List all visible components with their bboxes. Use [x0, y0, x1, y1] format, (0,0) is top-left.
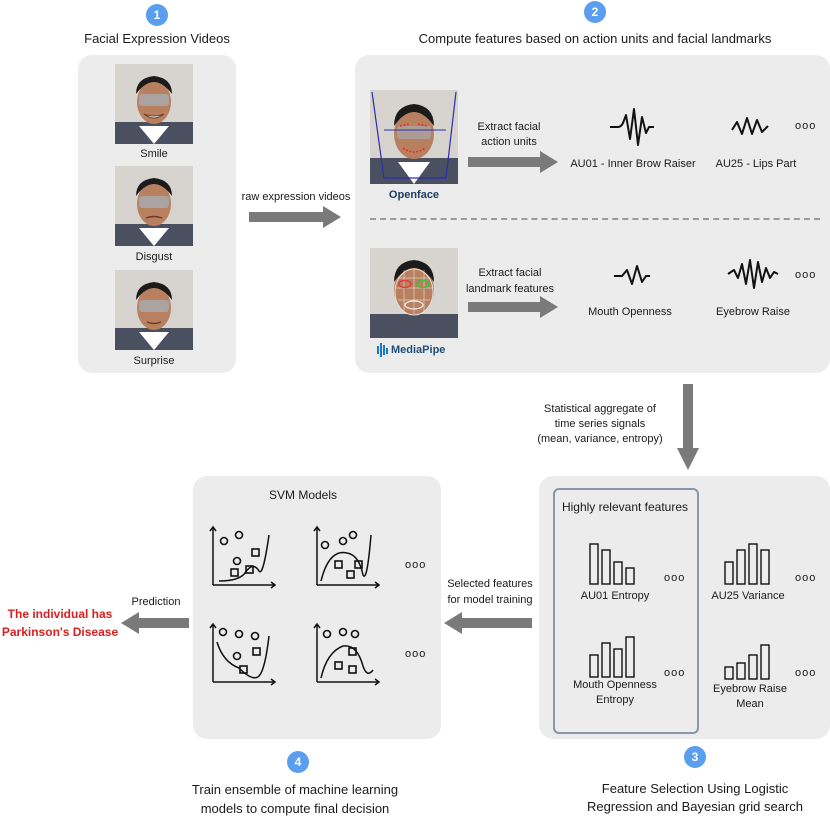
- mediapipe-logo-icon: [377, 343, 388, 357]
- svm-plot-3-icon: [209, 622, 277, 686]
- feature-selection-panel: [539, 476, 830, 739]
- step-1-badge: 1: [146, 4, 168, 26]
- step-4-title-1: Train ensemble of machine learning: [191, 782, 399, 797]
- surprise-face-image: [115, 270, 193, 350]
- feature-bar: [625, 636, 635, 678]
- mediapipe-face-image: [370, 248, 458, 338]
- mediapipe-label: MediaPipe: [391, 344, 446, 356]
- eyebrow-raise-mean-label-2: Mean: [736, 698, 764, 710]
- disgust-face-image: [115, 166, 193, 246]
- feature-bar: [613, 648, 623, 678]
- selected-features-arrow: [444, 612, 532, 634]
- svm-plot-4-icon: [313, 622, 381, 686]
- openface-more-icon: ooo: [795, 120, 817, 132]
- openface-face-image: [370, 90, 458, 184]
- step-4-title-2: models to compute final decision: [200, 801, 390, 816]
- feature-bar: [736, 662, 746, 680]
- step-4-badge: 4: [287, 751, 309, 773]
- openface-label: Openface: [388, 189, 440, 201]
- mouth-openness-entropy-label-2: Entropy: [596, 694, 634, 706]
- mediapipe-extract-label-1: Extract facial: [478, 267, 542, 279]
- svm-row1-more-icon: ooo: [405, 559, 427, 571]
- disgust-label: Disgust: [135, 251, 173, 263]
- feature-bar: [625, 567, 635, 585]
- f4-more-icon: ooo: [795, 667, 817, 679]
- relevant-features-box: [553, 488, 699, 734]
- f2-more-icon: ooo: [795, 572, 817, 584]
- smile-face-image: [115, 64, 193, 144]
- stat-aggregate-label-1: Statistical aggregate of: [544, 403, 656, 415]
- section-divider: [370, 218, 820, 220]
- feature-bar: [724, 666, 734, 680]
- mediapipe-arrow: [468, 296, 558, 318]
- prediction-arrow: [121, 612, 189, 634]
- mouth-openness-entropy-bars: [589, 636, 635, 678]
- step-3-title-1: Feature Selection Using Logistic: [601, 781, 789, 796]
- au01-signal-icon: [610, 108, 654, 146]
- step-2-title: Compute features based on action units a…: [418, 31, 772, 46]
- svm-panel: [193, 476, 441, 739]
- step-2-badge: 2: [584, 1, 606, 23]
- au25-signal-label: AU25 - Lips Part: [715, 158, 797, 170]
- feature-bar: [760, 644, 770, 680]
- prediction-label: Prediction: [131, 596, 181, 608]
- stat-aggregate-label-2: time series signals: [554, 418, 646, 430]
- mouth-openness-signal-icon: [614, 265, 650, 285]
- relevant-features-title: Highly relevant features: [561, 500, 689, 514]
- openface-extract-label-1: Extract facial: [477, 121, 541, 133]
- raw-videos-arrow: [249, 206, 341, 228]
- feature-bar: [748, 654, 758, 680]
- feature-bar: [601, 642, 611, 678]
- smile-label: Smile: [140, 148, 168, 160]
- openface-arrow: [468, 151, 558, 173]
- svm-plot-1-icon: [209, 525, 277, 589]
- eyebrow-raise-mean-label-1: Eyebrow Raise: [713, 683, 787, 695]
- f3-more-icon: ooo: [664, 667, 686, 679]
- feature-bar: [736, 549, 746, 585]
- feature-bar: [589, 543, 599, 585]
- f1-more-icon: ooo: [664, 572, 686, 584]
- result-line-1: The individual has: [7, 607, 113, 621]
- mouth-openness-signal-label: Mouth Openness: [588, 306, 672, 318]
- feature-bar: [613, 561, 623, 585]
- feature-bar: [724, 561, 734, 585]
- openface-extract-label-2: action units: [481, 136, 537, 148]
- step-3-title-2: Regression and Bayesian grid search: [586, 799, 804, 814]
- svm-title: SVM Models: [268, 488, 338, 502]
- surprise-label: Surprise: [133, 355, 175, 367]
- eyebrow-raise-signal-label: Eyebrow Raise: [716, 306, 790, 318]
- au01-signal-label: AU01 - Inner Brow Raiser: [570, 158, 696, 170]
- au01-entropy-bars: [589, 543, 635, 585]
- step-1-title: Facial Expression Videos: [84, 31, 230, 46]
- eyebrow-raise-mean-bars: [724, 644, 770, 680]
- feature-bar: [760, 549, 770, 585]
- selected-features-label-2: for model training: [447, 594, 533, 606]
- au01-entropy-label: AU01 Entropy: [580, 590, 650, 602]
- svm-row2-more-icon: ooo: [405, 648, 427, 660]
- feature-bar: [589, 654, 599, 678]
- result-line-2: Parkinson's Disease: [1, 625, 119, 639]
- feature-bar: [601, 549, 611, 585]
- svm-plot-2-icon: [313, 525, 381, 589]
- eyebrow-raise-signal-icon: [727, 259, 779, 289]
- au25-signal-icon: [731, 117, 769, 135]
- mouth-openness-entropy-label-1: Mouth Openness: [573, 679, 657, 691]
- mediapipe-more-icon: ooo: [795, 269, 817, 281]
- mediapipe-extract-label-2: landmark features: [465, 283, 555, 295]
- raw-videos-label: raw expression videos: [241, 191, 351, 203]
- stat-aggregate-label-3: (mean, variance, entropy): [537, 433, 663, 445]
- selected-features-label-1: Selected features: [447, 578, 533, 590]
- au25-variance-bars: [724, 543, 770, 585]
- step-3-badge: 3: [684, 746, 706, 768]
- au25-variance-label: AU25 Variance: [711, 590, 785, 602]
- stat-aggregate-arrow: [677, 384, 699, 470]
- feature-bar: [748, 543, 758, 585]
